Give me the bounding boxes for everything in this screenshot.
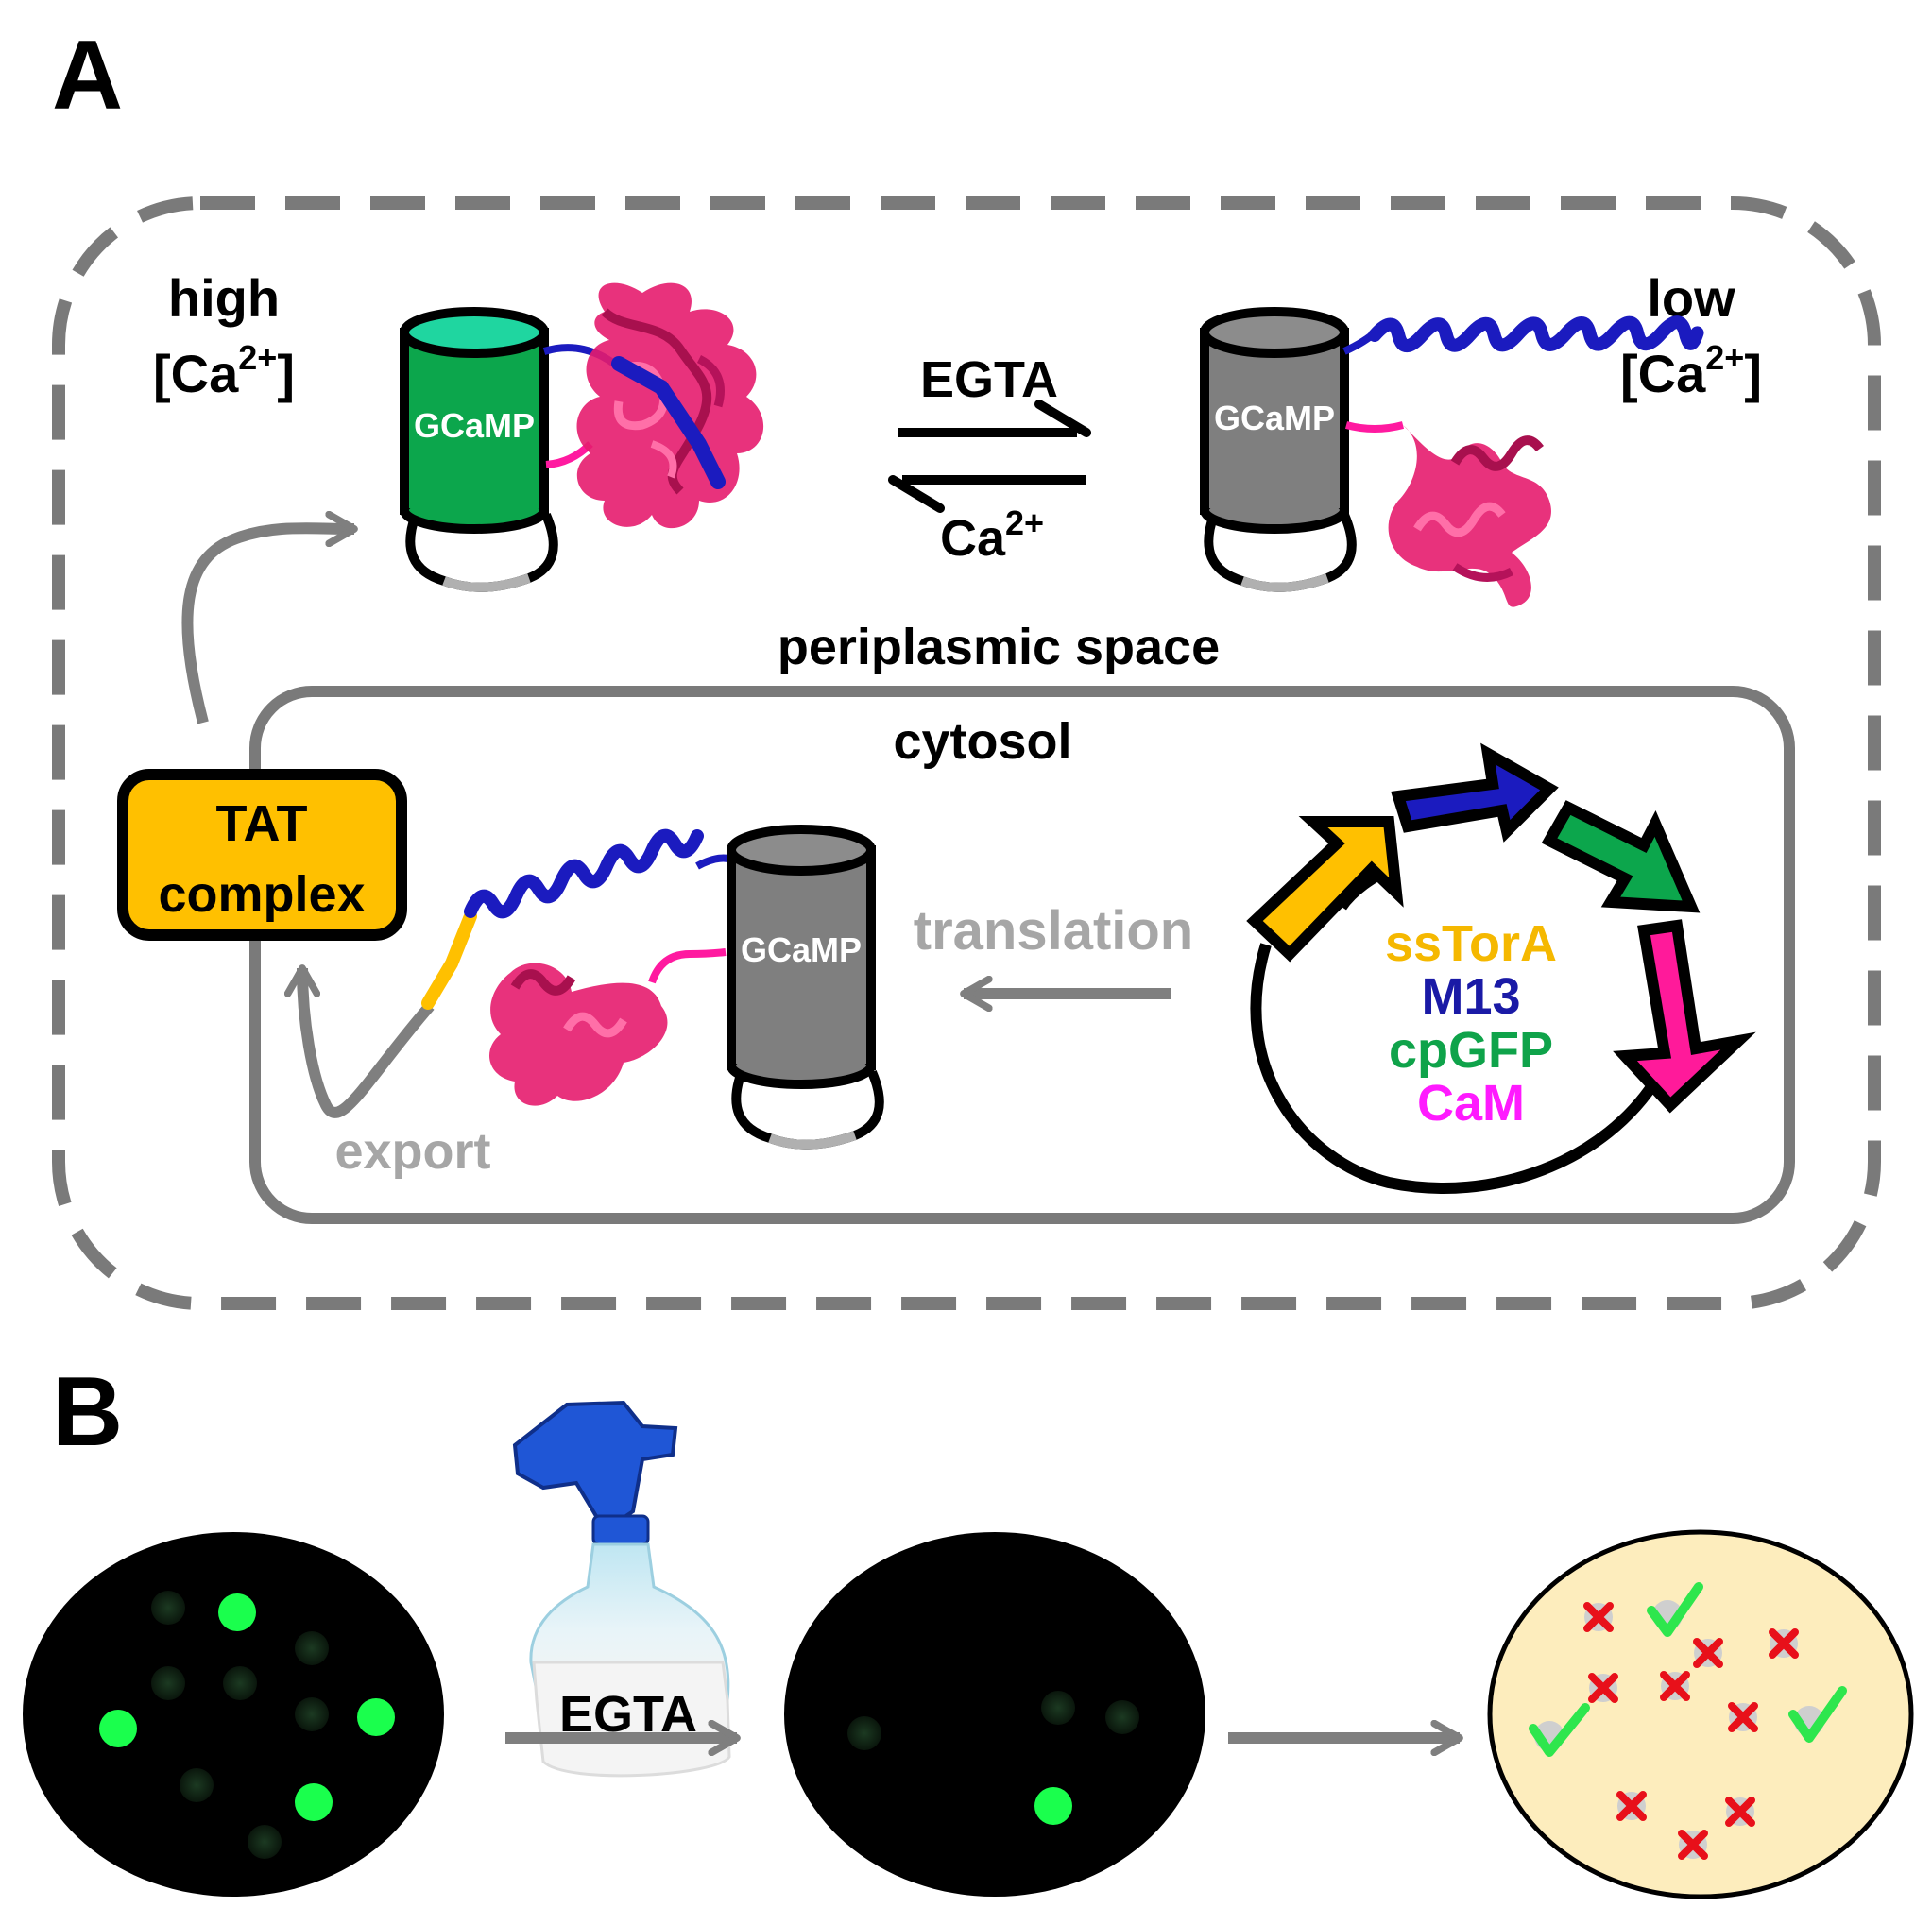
export-arrow — [283, 964, 435, 1118]
secretion-arrow — [181, 510, 358, 724]
svg-text:TAT: TAT — [216, 795, 308, 852]
dim-colony — [223, 1666, 257, 1700]
dim-colony — [151, 1591, 185, 1625]
svg-text:complex: complex — [158, 866, 365, 923]
dim-colony — [180, 1768, 214, 1802]
plasmid-part-sstora — [1246, 816, 1404, 962]
cam-free — [1388, 425, 1551, 607]
translation-label: translation — [914, 900, 1194, 962]
plasmid-part-cpgfp — [1541, 800, 1701, 913]
egta-spray-bottle: EGTA — [512, 1400, 731, 1778]
plasmid-part-cam — [1613, 919, 1756, 1114]
cross-mark-icon — [1769, 1628, 1799, 1659]
panel-label-b: B — [52, 1357, 123, 1467]
cross-mark-icon — [1616, 1791, 1647, 1821]
plate-picked-colonies — [1487, 1529, 1914, 1899]
outer-membrane — [52, 196, 1881, 1310]
svg-text:low: low — [1647, 268, 1735, 328]
m13-helix-free — [1368, 315, 1704, 352]
legend-cam: CaM — [1417, 1075, 1525, 1132]
legend-sstora: ssTorA — [1385, 915, 1557, 972]
dim-colony — [295, 1631, 329, 1665]
svg-text:Ca2+: Ca2+ — [940, 503, 1044, 567]
dim-colony — [1105, 1700, 1139, 1734]
bright-colony — [99, 1710, 137, 1747]
check-mark-icon — [1529, 1703, 1590, 1757]
m13-helix-cytosol — [464, 828, 734, 919]
legend-m13: M13 — [1421, 968, 1520, 1025]
svg-text:high: high — [168, 268, 280, 328]
plate-after-egta — [784, 1532, 1205, 1897]
dim-colony — [248, 1825, 282, 1859]
bright-colony — [1034, 1787, 1072, 1825]
legend-cpgfp: cpGFP — [1389, 1022, 1553, 1079]
cross-mark-icon — [1588, 1673, 1618, 1703]
check-mark-icon — [1647, 1582, 1703, 1637]
plasmid — [1246, 742, 1756, 1194]
low-calcium-label: low [Ca2+] — [1620, 268, 1762, 403]
gcamp-dim-sensor: GCaMP — [1200, 307, 1405, 592]
svg-text:[Ca2+]: [Ca2+] — [153, 338, 295, 403]
equilibrium-arrows: EGTA Ca2+ — [888, 351, 1091, 567]
periplasmic-space-label: periplasmic space — [778, 619, 1220, 675]
tat-complex: TAT complex — [117, 769, 407, 941]
ssTorA-signal-peptide — [421, 910, 477, 1010]
plasmid-part-m13 — [1391, 742, 1559, 843]
svg-text:EGTA: EGTA — [920, 351, 1058, 408]
bright-colony — [357, 1698, 395, 1736]
cam-cytosol — [489, 948, 727, 1106]
gcamp-bright-sensor: GCaMP — [400, 307, 617, 592]
panel-label-a: A — [52, 21, 123, 130]
cross-mark-icon — [1728, 1702, 1758, 1732]
cross-mark-icon — [1660, 1671, 1690, 1701]
svg-text:GCaMP: GCaMP — [1214, 399, 1335, 437]
dim-colony — [847, 1716, 881, 1750]
dim-colony — [1041, 1691, 1075, 1725]
cross-mark-icon — [1583, 1602, 1614, 1632]
svg-text:[Ca2+]: [Ca2+] — [1620, 338, 1762, 403]
plasmid-legend: ssTorA M13 cpGFP CaM — [1385, 915, 1557, 1132]
cam-m13-complex-bound — [576, 282, 764, 529]
gcamp-cytosol: GCaMP — [727, 825, 884, 1150]
dim-colony — [295, 1697, 329, 1731]
svg-text:GCaMP: GCaMP — [414, 406, 535, 445]
bright-colony — [218, 1593, 256, 1631]
bright-colony — [295, 1783, 333, 1821]
high-calcium-label: high [Ca2+] — [153, 268, 295, 403]
cross-mark-icon — [1678, 1830, 1708, 1860]
svg-text:GCaMP: GCaMP — [741, 930, 862, 969]
cross-mark-icon — [1725, 1797, 1755, 1827]
cross-mark-icon — [1693, 1638, 1723, 1668]
check-mark-icon — [1788, 1686, 1847, 1743]
cytosol-label: cytosol — [893, 713, 1071, 770]
export-label: export — [334, 1123, 490, 1180]
inner-membrane — [249, 686, 1795, 1224]
dim-colony — [151, 1666, 185, 1700]
plate-before-egta — [23, 1532, 444, 1897]
